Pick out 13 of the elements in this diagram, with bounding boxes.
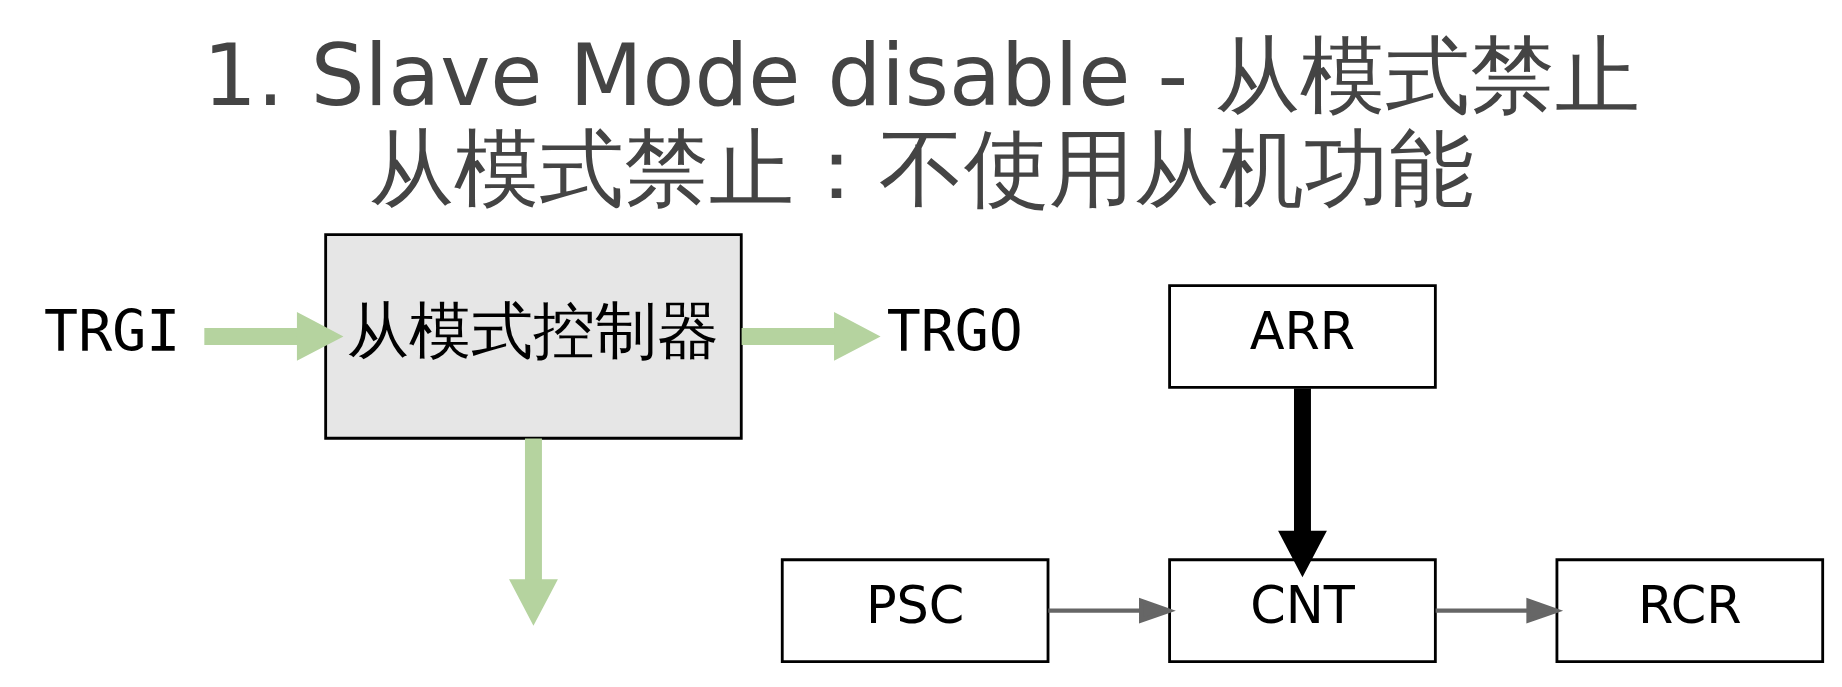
node-text: TRGO — [886, 298, 1023, 364]
arrow — [203, 312, 343, 361]
node-box: PSC — [780, 558, 1049, 663]
node-text: TRGI — [43, 298, 180, 364]
arrow — [508, 438, 558, 626]
node-box: RCR — [1555, 558, 1824, 663]
node-box: 从模式控制器 — [323, 233, 743, 440]
node-box: ARR — [1167, 284, 1437, 389]
node-box: CNT — [1167, 558, 1437, 663]
arrow — [741, 312, 881, 361]
arrow — [1435, 597, 1563, 624]
arrow — [1047, 597, 1176, 624]
arrow — [1277, 388, 1327, 578]
